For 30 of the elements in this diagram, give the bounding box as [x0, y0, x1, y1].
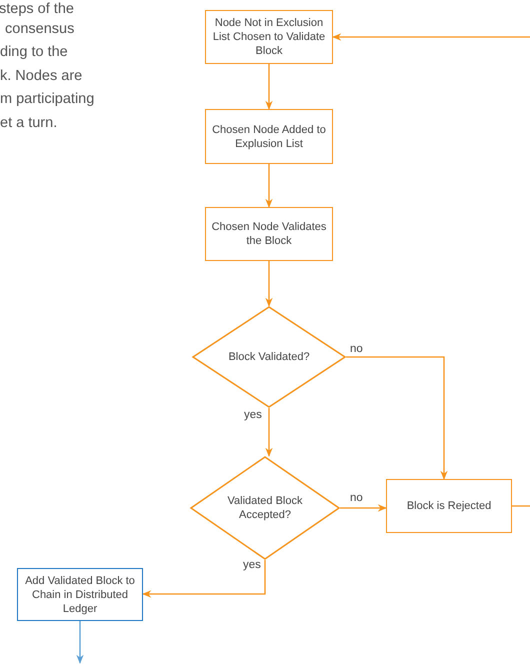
node-text: Chosen Node Added to Explusion List	[211, 122, 327, 150]
process-box	[205, 207, 333, 261]
paragraph-text: k. Nodes are	[0, 67, 82, 85]
node-text: Block is Rejected	[406, 499, 492, 513]
paragraph-text: et a turn.	[0, 114, 58, 132]
process-box	[386, 479, 512, 533]
decision-diamond	[190, 456, 340, 560]
arrow	[265, 64, 273, 110]
node-text: Add Validated Block to Chain in Distributed Ledger	[24, 574, 136, 616]
arrow-stub	[332, 33, 530, 41]
node-text: Chosen Node Validates the Block	[210, 220, 328, 248]
process-box	[205, 10, 333, 64]
process-box	[205, 109, 333, 164]
node-text: Block Validated?	[227, 350, 311, 364]
edge-label: yes	[243, 559, 261, 572]
arrow	[265, 261, 273, 307]
paragraph-text: consensus	[5, 20, 74, 38]
arrow	[346, 356, 448, 480]
decision-diamond	[192, 306, 346, 408]
process-box	[17, 568, 143, 621]
arrow	[265, 408, 273, 457]
arrow	[265, 164, 273, 208]
arrow	[142, 560, 266, 598]
paragraph-text: ding to the	[0, 43, 68, 61]
paragraph-text: m participating	[0, 90, 94, 108]
edge-label: yes	[244, 409, 262, 422]
node-text: Validated Block Accepted?	[226, 494, 304, 522]
arrow-stub	[76, 621, 84, 664]
arrow	[340, 504, 387, 512]
node-text: Node Not in Exclusion List Chosen to Validate Block	[212, 16, 326, 58]
